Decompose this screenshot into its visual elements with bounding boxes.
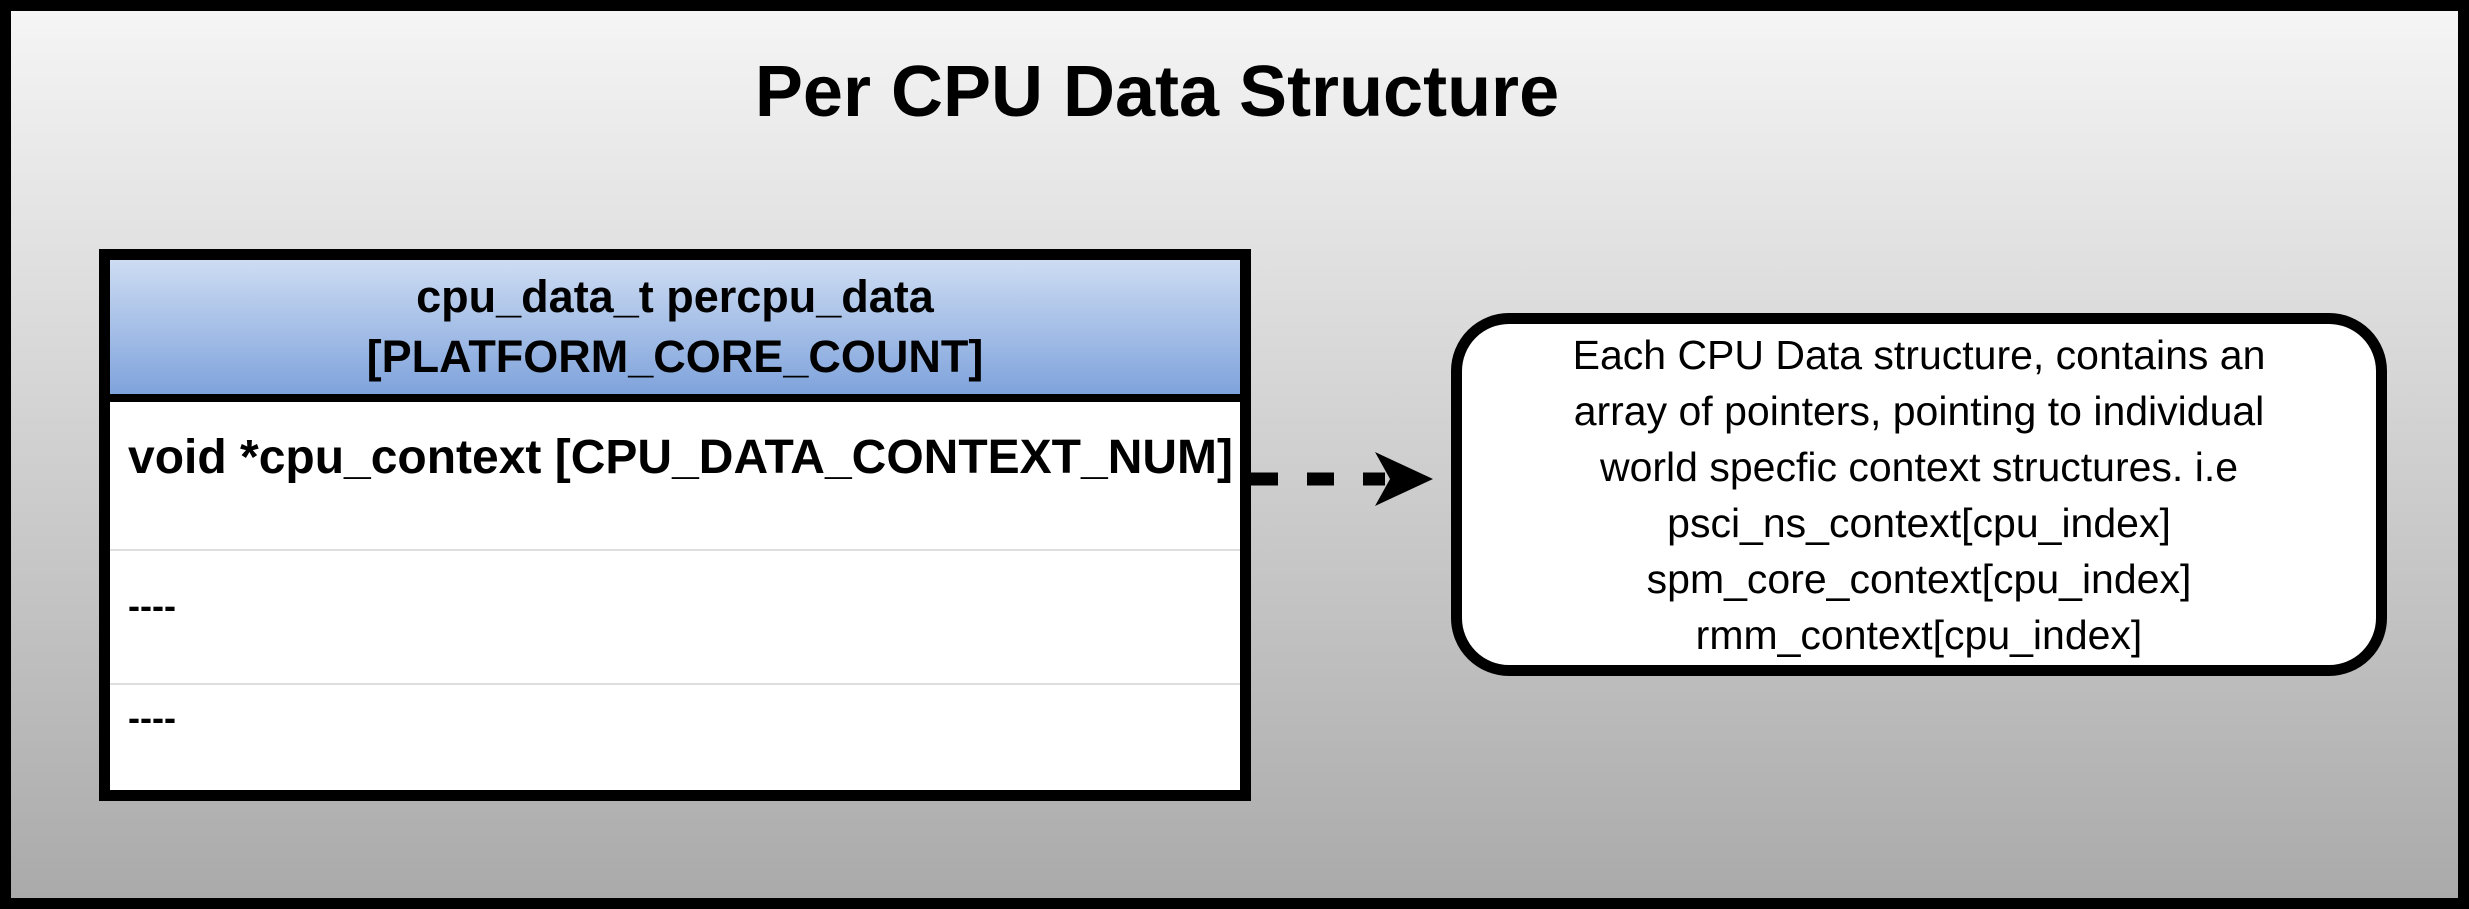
struct-table-header: cpu_data_t percpu_data [PLATFORM_CORE_CO… (110, 260, 1240, 402)
table-row: ---- (110, 683, 1240, 790)
arrowhead-icon (1375, 452, 1433, 506)
cpu-data-struct-table: cpu_data_t percpu_data [PLATFORM_CORE_CO… (99, 249, 1251, 801)
annotation-text: Each CPU Data structure, contains an arr… (1572, 331, 2266, 658)
table-row: ---- (110, 549, 1240, 683)
diagram-title: Per CPU Data Structure (754, 52, 1560, 132)
table-row: void *cpu_context [CPU_DATA_CONTEXT_NUM] (128, 431, 1233, 484)
annotation-bubble: Each CPU Data structure, contains an arr… (1451, 313, 2387, 676)
